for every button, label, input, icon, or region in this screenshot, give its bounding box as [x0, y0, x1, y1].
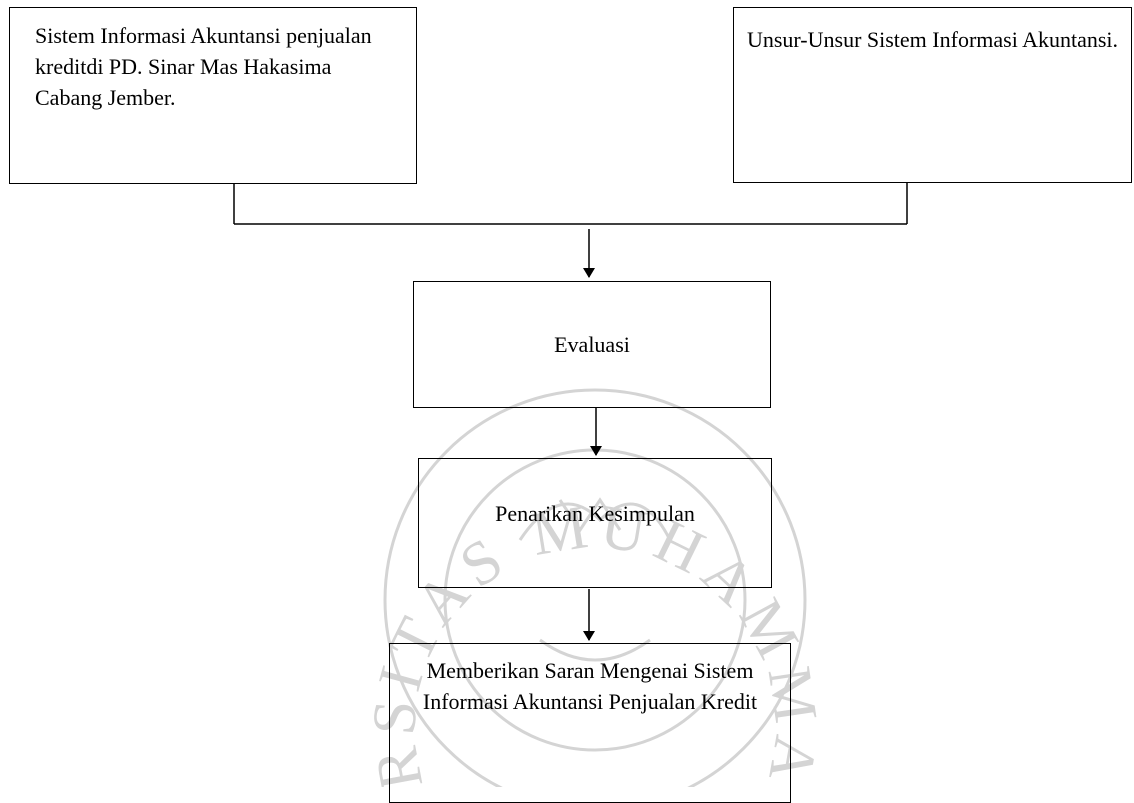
recommendation-label: Memberikan Saran Mengenai Sistem Informa… [422, 658, 758, 714]
source-system-box: Sistem Informasi Akuntansi penjualan kre… [9, 7, 417, 184]
evaluation-box: Evaluasi [413, 281, 771, 408]
system-elements-label: Unsur-Unsur Sistem Informasi Akuntansi. [746, 27, 1119, 52]
conclusion-box: Penarikan Kesimpulan [418, 458, 772, 588]
evaluation-label: Evaluasi [554, 332, 630, 357]
recommendation-box: Memberikan Saran Mengenai Sistem Informa… [389, 643, 791, 803]
source-system-label: Sistem Informasi Akuntansi penjualan kre… [35, 23, 372, 110]
system-elements-box: Unsur-Unsur Sistem Informasi Akuntansi. [733, 7, 1132, 183]
conclusion-label: Penarikan Kesimpulan [495, 500, 695, 526]
